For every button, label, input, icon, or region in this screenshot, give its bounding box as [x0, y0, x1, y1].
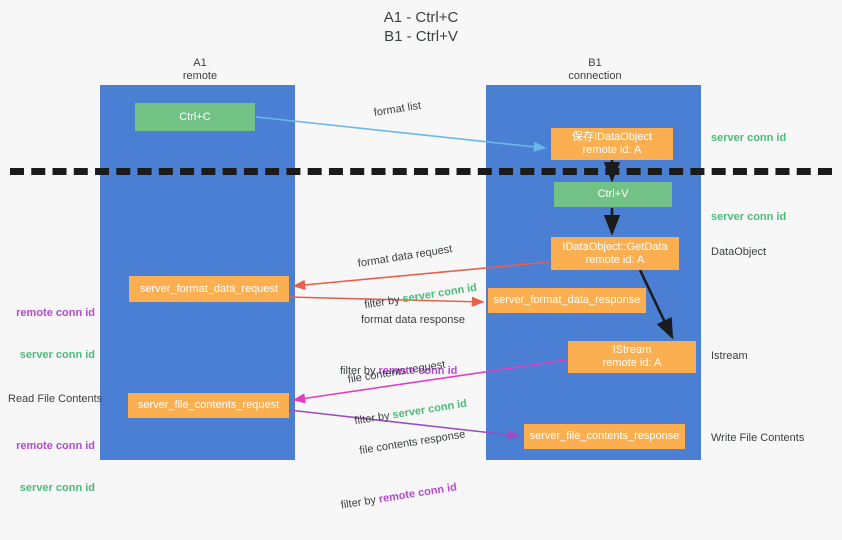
box-server-format-data-response: server_format_data_response [488, 288, 646, 313]
column-header-a1: A1 remote [182, 57, 218, 82]
divider-dashed-line [10, 168, 832, 175]
note-left-ids-top: remote conn id server conn id [0, 278, 95, 390]
label-file-contents-response-filter: filter by remote conn id [340, 478, 475, 513]
label-file-contents-request-line1: file contents request [347, 358, 447, 386]
box-idataobject: 保存IDataObject remote id: A [551, 128, 673, 160]
label-format-data-response-filter: filter by remote conn id [340, 364, 465, 378]
filter-prefix: filter by [340, 365, 379, 377]
note-server-conn-id-top: server conn id [711, 132, 787, 144]
box-idataobject-getdata: IDataObject::GetData remote id: A [551, 237, 679, 270]
filter-value-remote-conn-id: remote conn id [378, 365, 458, 377]
note-left-ids-bottom: remote conn id server conn id [0, 411, 95, 523]
label-format-data-response: format data response filter by remote co… [340, 285, 465, 406]
note-server-conn-id-mid: server conn id [711, 211, 787, 223]
box-server-file-contents-request: server_file_contents_request [128, 393, 289, 418]
box-istream: IStream remote id: A [568, 341, 696, 373]
note-remote-conn-id: remote conn id [16, 440, 95, 452]
label-format-list: format list [372, 99, 422, 120]
note-server-conn-id: server conn id [19, 349, 95, 361]
diagram-title: A1 - Ctrl+C B1 - Ctrl+V [383, 9, 459, 45]
column-header-b1: B1 connection [568, 57, 622, 82]
note-remote-conn-id: remote conn id [16, 307, 95, 319]
label-format-data-request-line1: format data request [357, 243, 454, 270]
note-write-file-contents: Write File Contents [711, 432, 805, 444]
note-istream: Istream [711, 350, 748, 362]
label-format-data-response-line1: format data response [361, 314, 465, 326]
label-file-contents-response: file contents response filter by remote … [340, 400, 479, 536]
box-ctrl-c: Ctrl+C [135, 103, 255, 131]
filter-prefix: filter by [339, 493, 380, 512]
note-read-file-contents: Read File Contents [8, 393, 103, 405]
label-file-contents-response-line1: file contents response [358, 428, 467, 457]
box-ctrl-v: Ctrl+V [554, 182, 672, 207]
note-server-conn-id: server conn id [19, 482, 95, 494]
box-server-format-data-request: server_format_data_request [129, 276, 289, 302]
diagram-canvas: A1 - Ctrl+C B1 - Ctrl+V A1 remote B1 con… [0, 9, 832, 512]
box-server-file-contents-response: server_file_contents_response [524, 424, 685, 449]
note-dataobject: DataObject [711, 246, 767, 258]
